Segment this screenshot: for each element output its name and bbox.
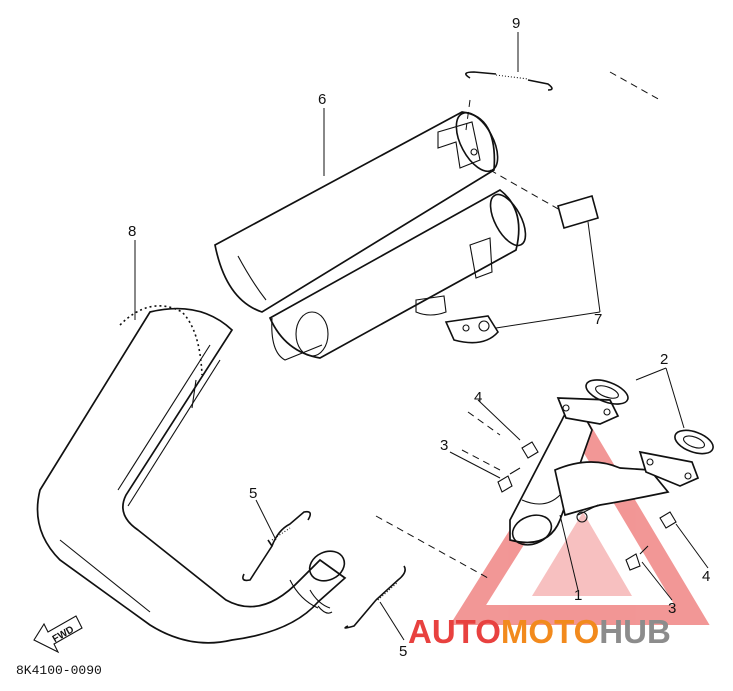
gaskets <box>585 379 714 455</box>
forward-arrow: FWD <box>33 615 83 654</box>
callout-9: 9 <box>512 15 520 32</box>
callout-4-upper: 4 <box>474 389 482 406</box>
exhaust-pipe <box>36 307 347 644</box>
watermark-text: AUTOMOTOHUB <box>408 613 671 650</box>
reference-code: 8K4100-0090 <box>16 663 102 678</box>
callout-3-lower: 3 <box>668 600 676 617</box>
pipe-wrap-gasket <box>119 305 203 409</box>
callout-labels: 9 6 8 7 2 4 3 5 4 1 3 5 <box>128 15 710 660</box>
y-joint-pipe <box>509 397 700 546</box>
damper-pads <box>444 195 599 344</box>
callout-6: 6 <box>318 91 326 108</box>
callout-5-lower: 5 <box>399 643 407 660</box>
callout-5-upper: 5 <box>249 485 257 502</box>
leader-lines <box>134 32 709 641</box>
springs <box>242 71 553 629</box>
callout-4-lower: 4 <box>702 568 710 585</box>
callout-7: 7 <box>594 311 602 328</box>
watermark-part-auto: AUTO <box>408 613 501 650</box>
assembly-lines <box>375 71 661 579</box>
callout-8: 8 <box>128 223 136 240</box>
watermark-part-moto: MOTO <box>501 613 599 650</box>
callout-3-upper: 3 <box>440 437 448 454</box>
fasteners <box>497 441 677 571</box>
muffler <box>214 111 527 361</box>
callout-1: 1 <box>574 587 582 604</box>
callout-2: 2 <box>660 351 668 368</box>
forward-label: FWD <box>51 624 76 645</box>
watermark-part-hub: HUB <box>599 613 671 650</box>
